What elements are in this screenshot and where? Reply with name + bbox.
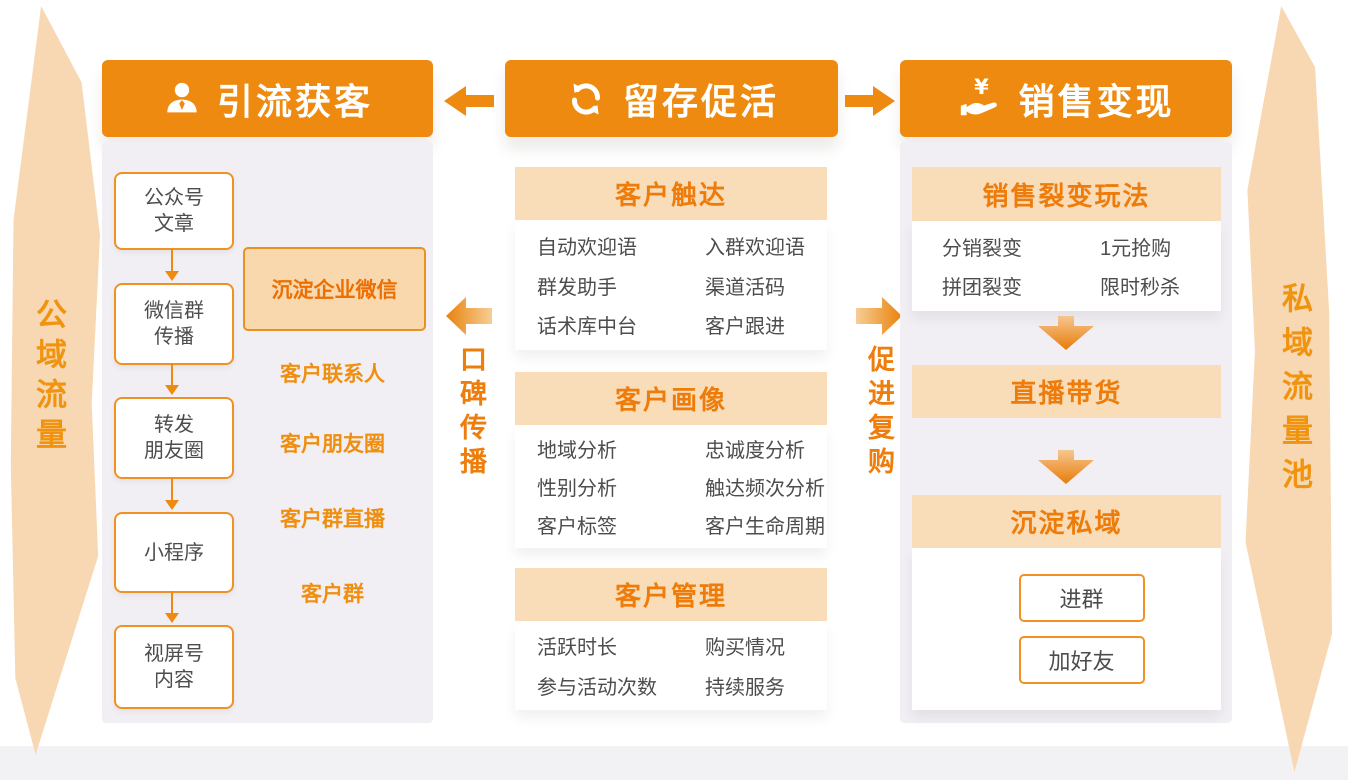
- feature-item: 客户跟进: [705, 316, 785, 339]
- section-customer-profile: 客户画像 地域分析 忠诚度分析 性别分析 触达频次分析 客户标签 客户生命周期: [515, 372, 827, 548]
- feature-item: 性别分析: [537, 478, 617, 500]
- feature-item: 分销裂变: [942, 237, 1022, 260]
- section-title: 客户画像: [515, 372, 827, 425]
- person-icon: [167, 82, 197, 112]
- flow-arrow-down: [164, 591, 180, 623]
- flow-step-official-article: 公众号 文章: [114, 172, 234, 250]
- feature-item: 参与活动次数: [537, 676, 657, 699]
- section-customer-reach: 客户触达 自动欢迎语 入群欢迎语 群发助手 渠道活码 话术库中台 客户跟进: [515, 167, 827, 350]
- feature-item: 话术库中台: [537, 316, 637, 339]
- flow-step-line: 朋友圈: [144, 440, 204, 462]
- feature-item: 限时秒杀: [1100, 277, 1180, 300]
- flow-arrow-down: [164, 249, 180, 281]
- section-private-deposit: 沉淀私域 进群 加好友: [912, 495, 1221, 710]
- feature-item: 购买情况: [705, 637, 785, 660]
- add-friend-box: 加好友: [1018, 636, 1145, 684]
- feature-item: 忠诚度分析: [705, 440, 805, 462]
- repurchase-label: 促进复购: [864, 345, 894, 481]
- arrow-down-icon: [1038, 316, 1094, 350]
- feature-item: 持续服务: [705, 676, 785, 699]
- retention-header: 留存促活: [505, 60, 838, 137]
- monetization-title: 销售变现: [1018, 80, 1175, 122]
- arrow-left-icon: [444, 86, 494, 116]
- feature-item: 入群欢迎语: [705, 236, 805, 259]
- cycle-icon: [571, 82, 600, 115]
- feature-item: 客户标签: [537, 516, 617, 538]
- flow-arrow-down: [164, 363, 180, 395]
- section-title: 客户触达: [515, 167, 827, 220]
- acquisition-title: 引流获客: [216, 80, 373, 122]
- bottom-reflection-strip: [0, 746, 1348, 780]
- feature-item: 地域分析: [537, 440, 617, 462]
- section-title: 客户管理: [515, 568, 827, 621]
- repurchase-arrow-icon: [856, 297, 902, 335]
- section-customer-management: 客户管理 活跃时长 购买情况 参与活动次数 持续服务: [515, 568, 827, 710]
- live-commerce-banner: 直播带货: [912, 365, 1221, 418]
- section-title: 销售裂变玩法: [912, 167, 1221, 221]
- feature-item: 客户生命周期: [705, 516, 825, 538]
- flow-step-line: 传播: [154, 326, 194, 348]
- flow-step-video-channel: 视屏号 内容: [114, 625, 234, 709]
- flow-step-moments-forward: 转发 朋友圈: [114, 397, 234, 479]
- flow-arrow-down: [164, 477, 180, 510]
- feature-item: 1元抢购: [1100, 237, 1172, 260]
- flow-step-line: 文章: [154, 213, 194, 235]
- channel-item-group-live: 客户群直播: [280, 508, 385, 531]
- channel-item-moments: 客户朋友圈: [280, 433, 385, 456]
- money-hand-icon: ¥: [961, 76, 998, 115]
- section-title: 沉淀私域: [912, 495, 1221, 548]
- section-sales-fission: 销售裂变玩法 分销裂变 1元抢购 拼团裂变 限时秒杀: [912, 167, 1221, 311]
- word-of-mouth-label: 口碑传播: [456, 345, 486, 481]
- flow-step-line: 公众号: [144, 187, 204, 209]
- feature-item: 渠道活码: [705, 276, 785, 299]
- channel-item-contacts: 客户联系人: [280, 363, 385, 386]
- retention-title: 留存促活: [622, 80, 779, 122]
- feature-item: 群发助手: [537, 276, 617, 299]
- channel-item-group: 客户群: [301, 583, 364, 606]
- flow-step-line: 视屏号: [144, 643, 204, 665]
- flow-step-line: 内容: [154, 669, 194, 691]
- private-traffic-label: 私域流量池: [1277, 282, 1312, 502]
- arrow-right-icon: [845, 86, 895, 116]
- acquisition-header: 引流获客: [102, 60, 433, 137]
- join-group-box: 进群: [1018, 574, 1145, 622]
- flow-step-line: 微信群: [144, 300, 204, 322]
- monetization-header: ¥ 销售变现: [900, 60, 1232, 137]
- flow-step-line: 小程序: [144, 541, 204, 564]
- flow-step-wechat-group: 微信群 传播: [114, 283, 234, 365]
- feature-item: 拼团裂变: [942, 277, 1022, 300]
- arrow-down-icon: [1038, 450, 1094, 484]
- feature-item: 触达频次分析: [705, 478, 825, 500]
- public-traffic-label: 公域流量: [31, 298, 66, 458]
- flow-step-line: 转发: [154, 414, 194, 436]
- feature-item: 活跃时长: [537, 637, 617, 660]
- flow-step-mini-program: 小程序: [114, 512, 234, 593]
- feature-item: 自动欢迎语: [537, 236, 637, 259]
- enterprise-wechat-box: 沉淀企业微信: [243, 247, 426, 331]
- svg-text:¥: ¥: [975, 76, 993, 99]
- word-of-mouth-arrow-icon: [446, 297, 492, 335]
